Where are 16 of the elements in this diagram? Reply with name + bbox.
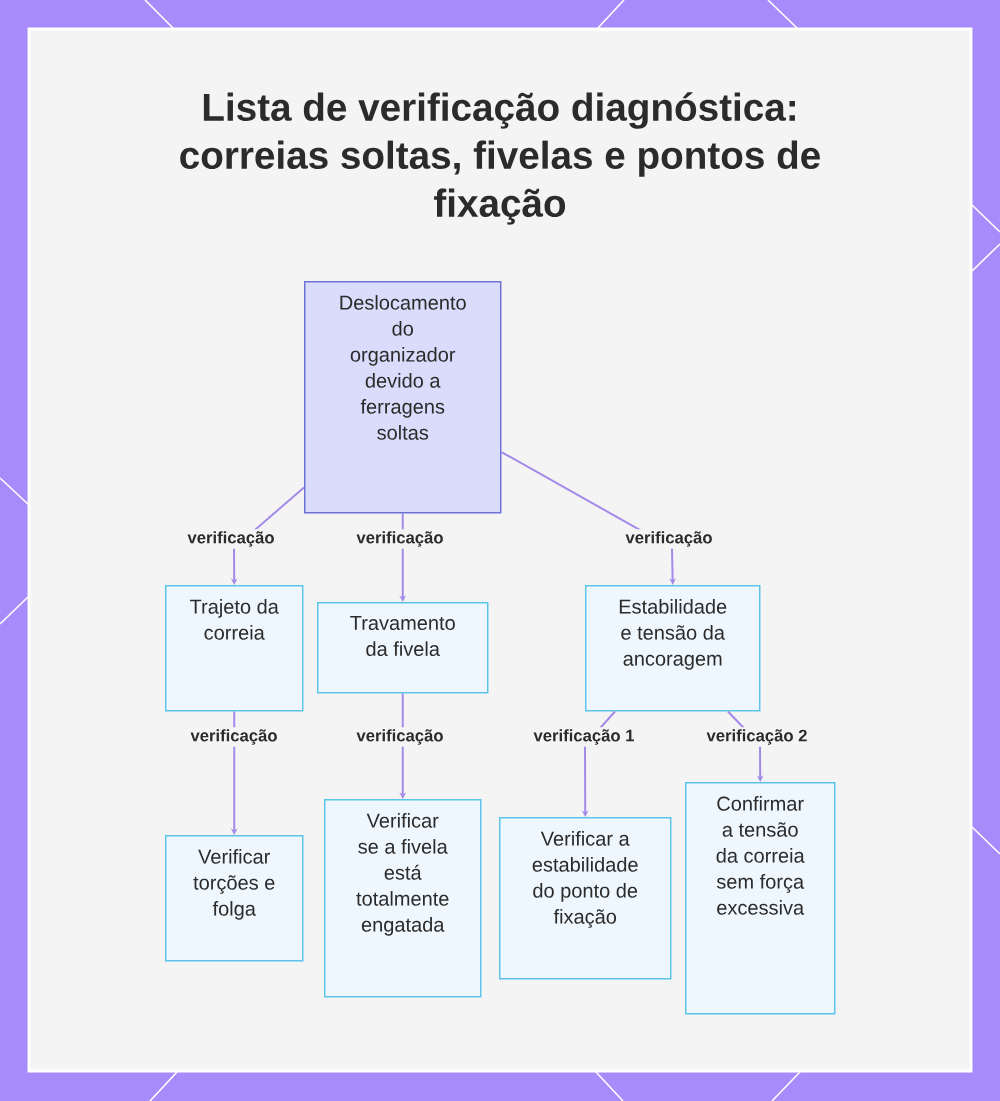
title: Lista de verificação diagnóstica: correias soltas, fivelas e pontos de fixação [180,92,820,225]
step-box: Verificar a estabilidade do ponto de fixação [499,817,672,980]
step-box: Confirmar a tensão da correia sem força excessiva [685,782,836,1015]
step-box: Estabilidade e tensão da ancoragem [585,585,761,712]
step-box: Verificar torções e folga [165,835,304,962]
step-box: Verificar se a fivela está totalmente engatada [324,799,482,998]
edge-label: verificação [185,529,277,549]
root-box: Deslocamento do organizador devido a ferragens soltas [304,281,502,514]
edge-label: verificação [623,529,715,549]
edge-label: verificação [354,529,446,549]
step-box: Travamento da fivela [317,602,489,694]
edge-label: verificação 1 [531,727,637,747]
edge-label: verificação [354,727,446,747]
edge-label: verificação 2 [704,727,810,747]
step-box: Trajeto da correia [165,585,304,712]
edge-label: verificação [188,727,280,747]
